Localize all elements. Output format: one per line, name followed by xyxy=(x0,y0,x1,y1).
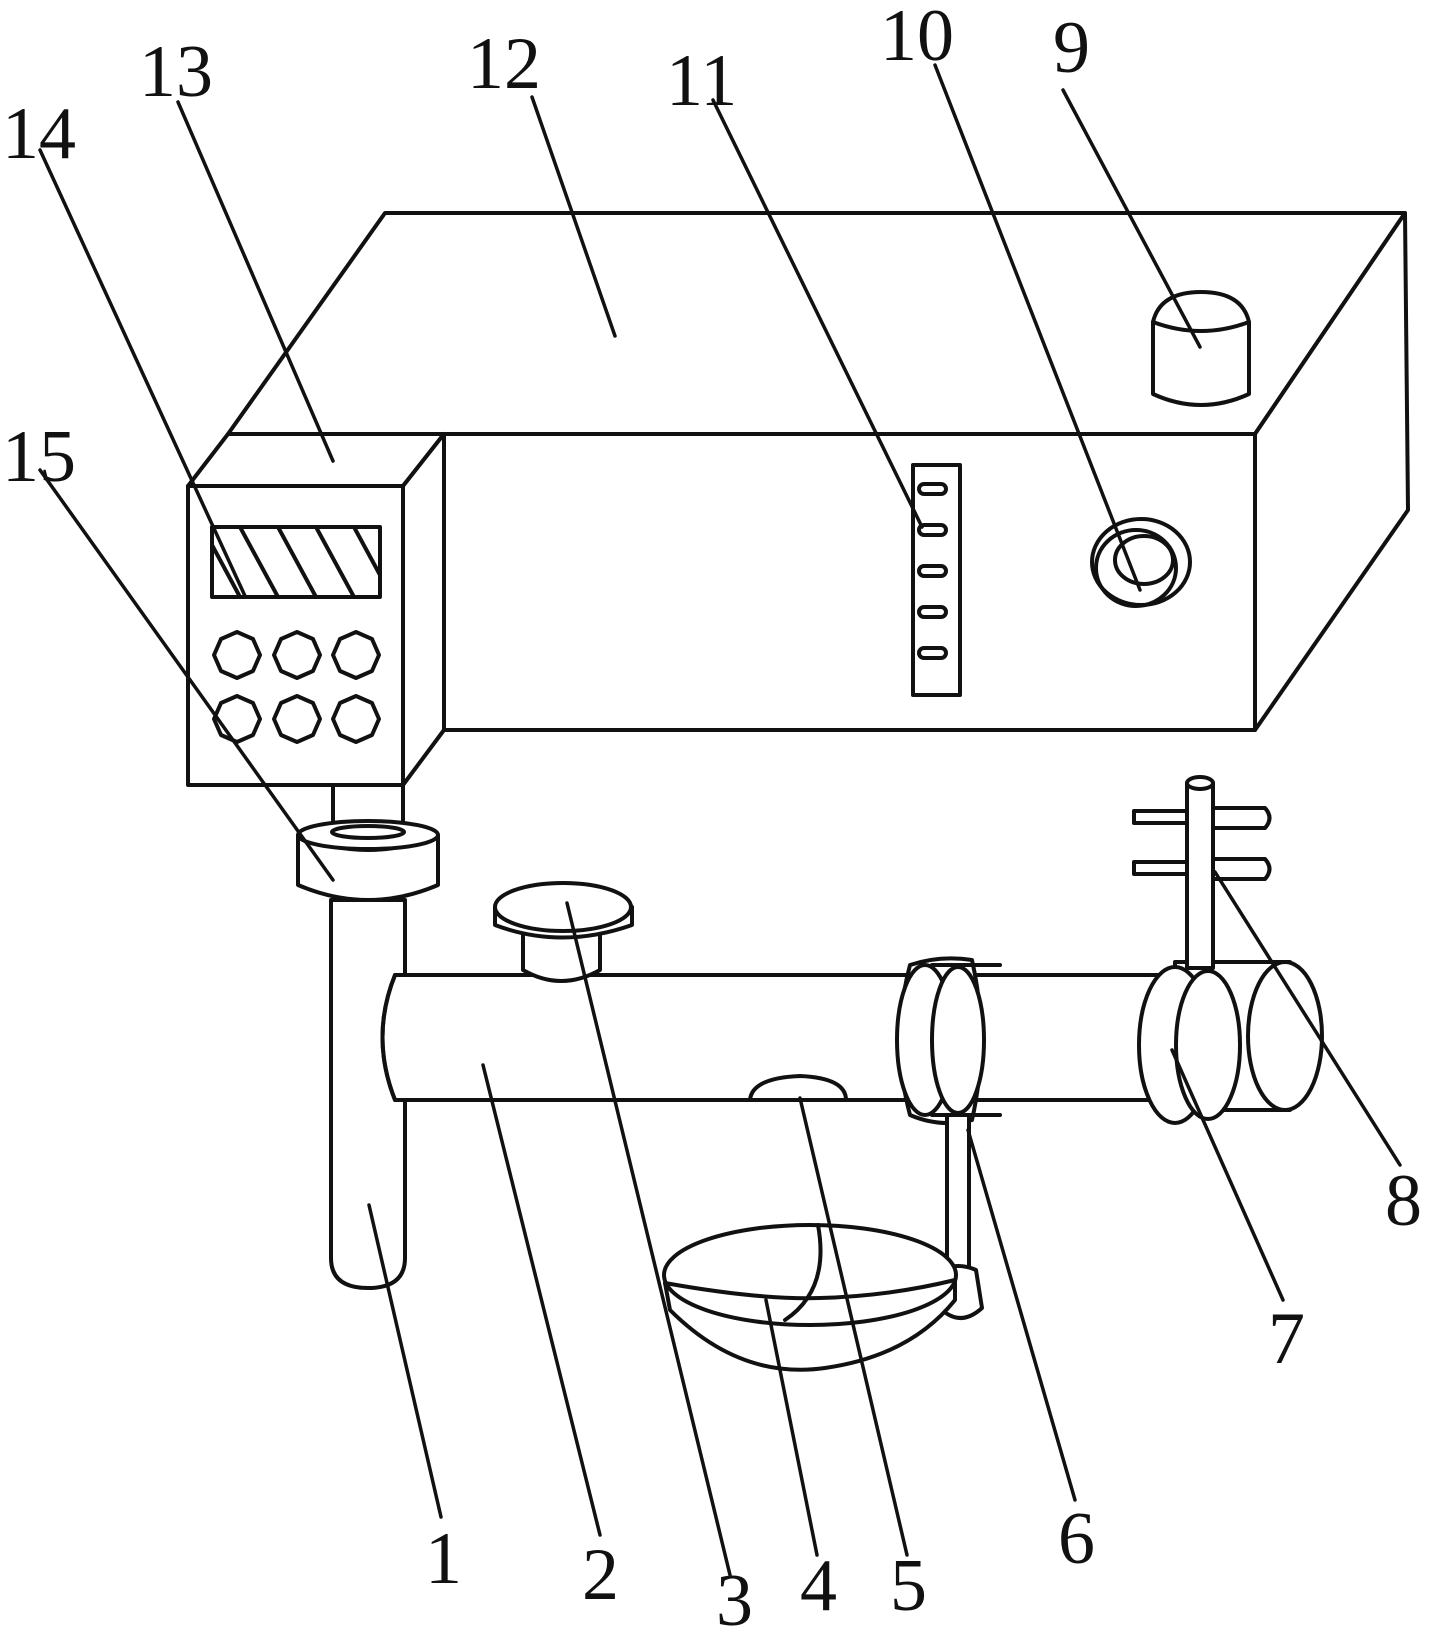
top-knob-cap xyxy=(1151,290,1251,333)
peg-right-lower xyxy=(1211,857,1272,881)
bottom-dome xyxy=(748,1074,848,1102)
leader-line-13 xyxy=(176,100,335,463)
keypad-button xyxy=(212,630,262,680)
dish-tray-top xyxy=(662,1223,958,1327)
label-12: 12 xyxy=(467,23,541,105)
label-11: 11 xyxy=(666,40,737,122)
leader-line-14 xyxy=(38,148,247,598)
display-screen xyxy=(210,525,382,599)
leader-line-6 xyxy=(966,1128,1077,1502)
ring-clamp-band-2 xyxy=(930,965,986,1115)
leader-lines xyxy=(38,63,1402,1577)
keypad-button xyxy=(212,694,262,744)
label-5: 5 xyxy=(890,1545,927,1627)
front-port xyxy=(1090,517,1192,608)
leader-line-9 xyxy=(1061,88,1202,349)
vent-rod-tip xyxy=(1185,775,1215,791)
pipe-collar xyxy=(296,783,440,902)
leader-line-15 xyxy=(38,468,335,882)
keypad-button xyxy=(272,630,322,680)
front-port-inner xyxy=(1113,534,1175,586)
leader-line-2 xyxy=(481,1063,602,1537)
scale-tick xyxy=(917,482,948,496)
label-6: 6 xyxy=(1058,1498,1095,1580)
top-valve-cap-top xyxy=(493,881,633,933)
scale-tick xyxy=(917,564,948,578)
label-13: 13 xyxy=(139,31,213,113)
keypad-button xyxy=(331,630,381,680)
leader-line-3 xyxy=(565,901,732,1577)
end-ring-2 xyxy=(1174,969,1242,1121)
top-knob xyxy=(1151,290,1251,407)
label-15: 15 xyxy=(2,416,76,498)
collar-inner xyxy=(330,824,406,840)
leader-line-10 xyxy=(933,63,1142,592)
control-box-side xyxy=(401,432,446,787)
scale-tick xyxy=(917,605,948,619)
end-cap-face xyxy=(1246,960,1324,1112)
label-14: 14 xyxy=(2,93,76,175)
end-cap xyxy=(1137,960,1324,1125)
dish-tray-seam xyxy=(783,1223,823,1322)
leader-line-1 xyxy=(367,1203,443,1519)
keypad-button xyxy=(331,694,381,744)
label-2: 2 xyxy=(582,1534,619,1616)
label-9: 9 xyxy=(1053,7,1090,89)
leader-line-7 xyxy=(1170,1048,1285,1302)
leader-line-4 xyxy=(764,1298,819,1557)
support-rod-body xyxy=(945,1113,971,1272)
front-port-mid xyxy=(1094,528,1178,608)
peg-left-upper xyxy=(1132,809,1189,825)
vent-rod xyxy=(1132,775,1272,970)
vent-rod-body xyxy=(1185,781,1215,970)
label-4: 4 xyxy=(800,1545,837,1627)
scale-tick xyxy=(917,646,948,660)
dish-tray xyxy=(662,1223,958,1372)
label-8: 8 xyxy=(1385,1160,1422,1242)
top-knob-body xyxy=(1151,320,1251,407)
leader-line-8 xyxy=(1213,870,1402,1167)
ring-clamp xyxy=(895,956,1002,1125)
peg-right-upper xyxy=(1211,806,1272,830)
level-scale-ticks xyxy=(917,482,948,660)
leader-line-11 xyxy=(711,98,924,529)
control-box xyxy=(186,432,446,787)
keypad-button xyxy=(272,694,322,744)
horizontal-tube xyxy=(380,973,1302,1102)
top-valve xyxy=(493,881,634,983)
main-housing xyxy=(226,211,1410,732)
peg-left-lower xyxy=(1132,860,1189,876)
label-7: 7 xyxy=(1268,1298,1305,1380)
tube-left-end xyxy=(380,973,397,1102)
control-box-top xyxy=(186,432,446,488)
level-scale-frame xyxy=(911,463,962,697)
label-10: 10 xyxy=(880,0,954,77)
leader-line-5 xyxy=(798,1096,909,1557)
level-scale xyxy=(911,463,962,697)
scale-tick xyxy=(917,523,948,537)
leader-line-12 xyxy=(530,95,617,338)
label-1: 1 xyxy=(425,1518,462,1600)
dish-tray-fold xyxy=(663,1278,957,1301)
label-3: 3 xyxy=(716,1560,753,1629)
